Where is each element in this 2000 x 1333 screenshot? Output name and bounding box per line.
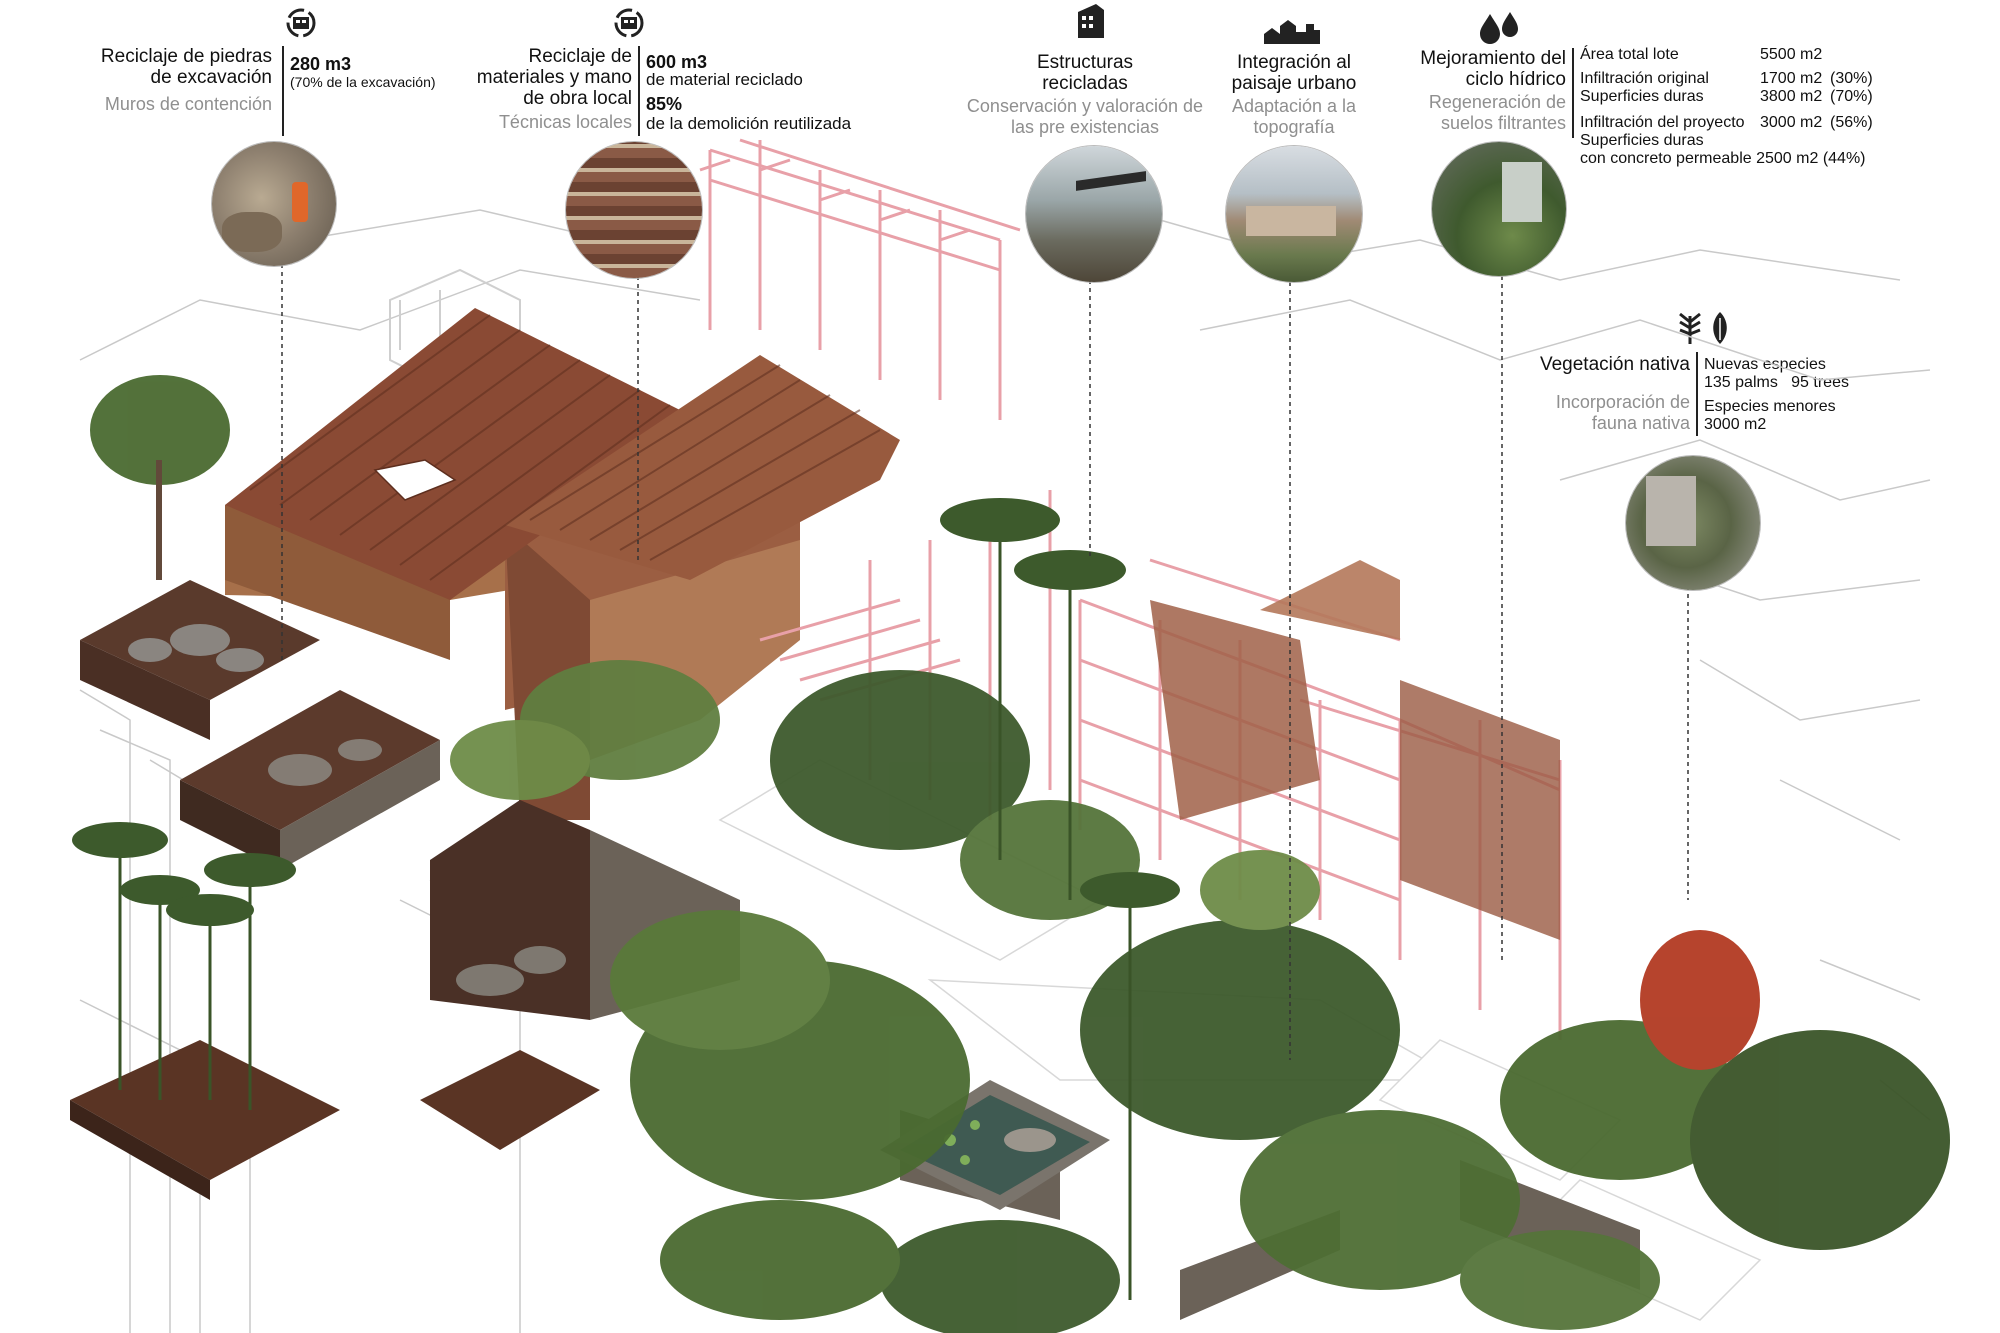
structures-photo xyxy=(1026,146,1162,282)
excavation-photo xyxy=(212,142,336,266)
city-skyline-icon xyxy=(1264,20,1320,44)
materiales-note1: de material reciclado xyxy=(646,70,803,89)
planting-bed xyxy=(70,1040,600,1200)
materiales-value1: 600 m3 xyxy=(646,52,708,72)
hidrico-row-value: 1700 m2 xyxy=(1760,70,1823,87)
vegetacion-line-4: 3000 m2 xyxy=(1704,416,1767,433)
roof-tiles xyxy=(225,308,900,600)
hidrico-divider xyxy=(1572,48,1574,138)
urban-landscape-photo xyxy=(1226,146,1362,282)
leaf-icon xyxy=(1679,312,1727,344)
building-icon xyxy=(1078,4,1104,38)
integracion-subtitle: Adaptación a la topografía xyxy=(1231,96,1357,137)
hidrico-row-pct: (30%) xyxy=(1830,70,1873,87)
hidrico-row-label: Superficies duras xyxy=(1580,88,1704,105)
vegetacion-line-3: Especies menores xyxy=(1704,398,1836,415)
piedras-note: (70% de la excavación) xyxy=(290,74,436,90)
integracion-title: Integración al paisaje urbano xyxy=(1231,52,1357,94)
materiales-divider xyxy=(638,46,640,136)
pond xyxy=(880,1080,1110,1210)
brick-ruin-walls xyxy=(1150,560,1560,940)
hidrico-title: Mejoramiento del ciclo hídrico xyxy=(1420,48,1566,90)
piedras-subtitle: Muros de contención xyxy=(104,94,272,114)
vegetacion-title: Vegetación nativa xyxy=(1539,354,1690,375)
materials-photo xyxy=(566,142,702,278)
vegetacion-subtitle: Incorporación de fauna nativa xyxy=(1555,392,1690,433)
hidrico-row-value: 3800 m2 xyxy=(1760,88,1823,105)
vegetacion-divider xyxy=(1696,352,1698,436)
hidrico-extra-1: Superficies duras xyxy=(1580,132,1704,149)
recycle-icon xyxy=(286,8,316,38)
materiales-value2: 85% xyxy=(646,94,683,114)
estructuras-title: Estructuras recicladas xyxy=(1036,52,1134,94)
materiales-subtitle: Técnicas locales xyxy=(498,112,632,132)
hidrico-row-label: Infiltración original xyxy=(1580,70,1709,87)
hidrico-row-label: Infiltración del proyecto xyxy=(1580,114,1745,131)
estructuras-subtitle: Conservación y valoración de las pre exi… xyxy=(966,96,1204,137)
materiales-title: Reciclaje de materiales y mano de obra l… xyxy=(476,46,632,109)
water-cycle-photo xyxy=(1432,142,1566,276)
palms xyxy=(118,540,1132,1300)
piedras-title: Reciclaje de piedras de excavación xyxy=(100,46,272,88)
hidrico-row-pct: (70%) xyxy=(1830,88,1873,105)
hidrico-subtitle: Regeneración de suelos filtrantes xyxy=(1428,92,1566,133)
water-drops-icon xyxy=(1480,12,1518,44)
native-vegetation-photo xyxy=(1626,456,1760,590)
materiales-note2: de la demolición reutilizada xyxy=(646,114,852,133)
hidrico-row-pct: (56%) xyxy=(1830,114,1873,131)
hidrico-row-label: Área total lote xyxy=(1580,46,1679,63)
hidrico-row-value: 5500 m2 xyxy=(1760,46,1823,63)
recycle-icon xyxy=(614,8,644,38)
hidrico-row-value: 3000 m2 xyxy=(1760,114,1823,131)
piedras-divider xyxy=(282,46,284,136)
vegetation xyxy=(90,375,1950,1333)
palm-crowns xyxy=(72,498,1180,926)
leader-lines xyxy=(281,240,1689,1060)
hidrico-extra-2: con concreto permeable 2500 m2 (44%) xyxy=(1580,150,1866,167)
vegetacion-line-1: Nuevas especies xyxy=(1704,356,1826,373)
piedras-value: 280 m3 xyxy=(290,54,352,74)
